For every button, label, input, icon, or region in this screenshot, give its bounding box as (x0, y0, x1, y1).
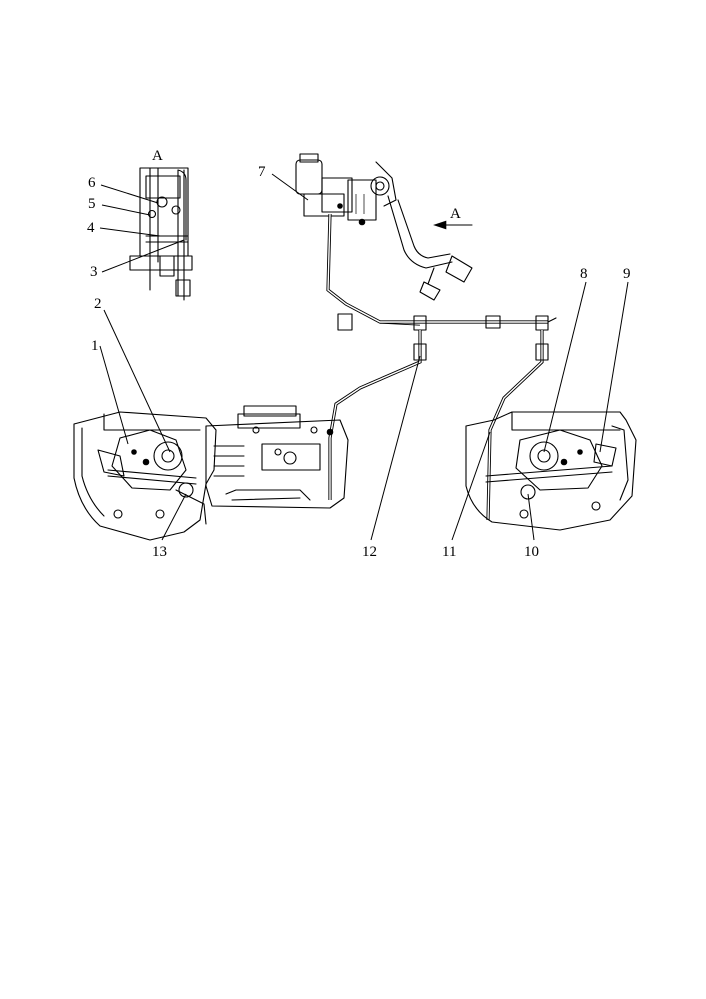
callout-7: 7 (258, 164, 266, 180)
callout-13: 13 (152, 544, 167, 560)
callout-6: 6 (88, 175, 96, 191)
view-a-label: A (152, 148, 163, 164)
callout-10: 10 (524, 544, 539, 560)
callout-11: 11 (442, 544, 456, 560)
callout-12: 12 (362, 544, 377, 560)
callout-2: 2 (94, 296, 102, 312)
callout-1: 1 (91, 338, 99, 354)
left-axle-housing (73, 411, 217, 541)
right-axle-housing (465, 411, 637, 531)
callout-9: 9 (623, 266, 631, 282)
callout-5: 5 (88, 196, 96, 212)
leader-lines (99, 173, 629, 541)
callout-3: 3 (90, 264, 98, 280)
callout-8: 8 (580, 266, 588, 282)
arrow-a-label: A (450, 206, 461, 222)
view-a-direction-arrow: A (433, 206, 473, 230)
callouts: 6 5 4 3 7 2 1 8 9 12 11 10 13 (87, 164, 631, 560)
detail-view-a: A (129, 148, 193, 301)
callout-4: 4 (87, 220, 95, 236)
brake-lines (326, 213, 557, 521)
master-cylinder-pedal (295, 153, 473, 301)
center-transmission-housing (205, 405, 349, 509)
